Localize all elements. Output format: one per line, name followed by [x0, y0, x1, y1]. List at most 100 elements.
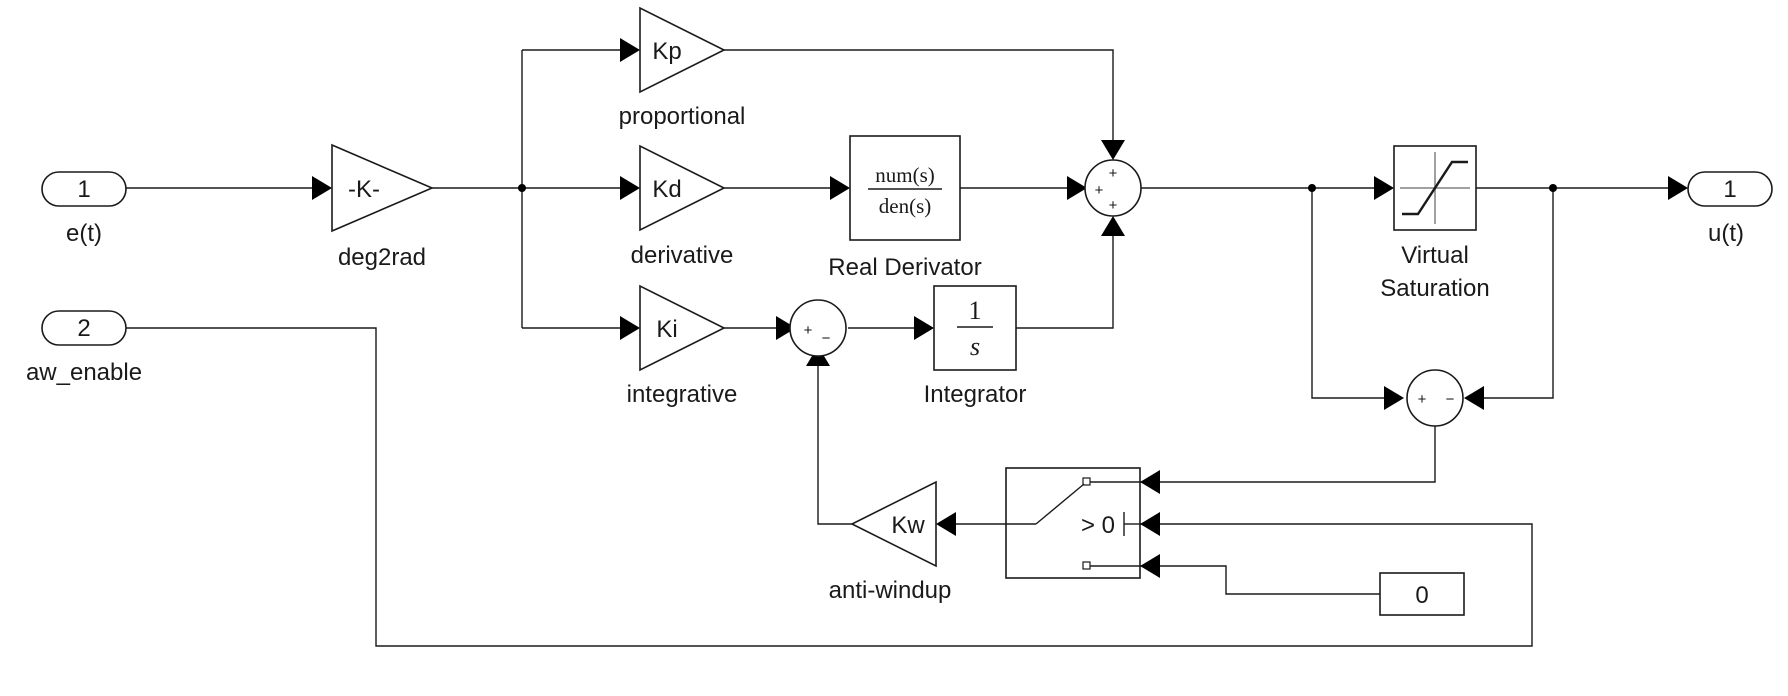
- sum-main-sign-left: +: [1095, 182, 1104, 199]
- arrow-kw-in: [936, 512, 956, 536]
- sum-integrator[interactable]: + −: [789, 299, 847, 357]
- sum-saturation-diff-shape[interactable]: [1406, 369, 1464, 427]
- sum-integrator-sign-minus: −: [822, 330, 831, 347]
- transfer-fcn-real-derivator-label: Real Derivator: [828, 254, 981, 281]
- gain-kd-label: derivative: [631, 242, 734, 269]
- branch-point-postsat: [1549, 184, 1557, 192]
- wire-kp-to-sum: [724, 49, 1114, 140]
- gain-deg2rad-text: -K-: [348, 176, 380, 203]
- inport-aw-enable-number: 2: [77, 315, 90, 342]
- arrow-saturation-in: [1374, 176, 1394, 200]
- sum-main-sign-bottom: +: [1109, 197, 1118, 214]
- arrow-diff-right-in: [1464, 386, 1484, 410]
- gain-kd-shape[interactable]: [639, 144, 726, 232]
- gain-kp-text: Kp: [652, 38, 681, 65]
- switch-port-top: [1082, 477, 1091, 486]
- gain-kd[interactable]: Kd derivative: [631, 144, 734, 269]
- gain-kw-shape[interactable]: [850, 480, 937, 568]
- gain-kw-label: anti-windup: [829, 577, 952, 604]
- gain-deg2rad[interactable]: -K- deg2rad: [331, 143, 435, 271]
- constant-block[interactable]: 0: [1379, 572, 1465, 616]
- outport-u-shape[interactable]: [1687, 171, 1773, 207]
- integrator-numerator: 1: [969, 296, 982, 325]
- transfer-fcn-real-derivator-shape[interactable]: [849, 135, 961, 241]
- switch-block[interactable]: > 0: [1005, 467, 1141, 579]
- sum-saturation-diff-sign-plus: +: [1418, 391, 1427, 408]
- arrow-intsum-in: [776, 316, 796, 340]
- outport-u[interactable]: 1 u(t): [1687, 171, 1773, 247]
- outport-u-label: u(t): [1708, 220, 1744, 247]
- branch-point-deg2rad: [518, 184, 526, 192]
- inport-aw-enable[interactable]: 2 aw_enable: [26, 310, 142, 386]
- arrow-kp-in: [620, 38, 640, 62]
- gain-kd-text: Kd: [652, 176, 681, 203]
- integrator-denominator: s: [970, 332, 980, 361]
- wire-presat-to-diff: [1311, 188, 1384, 399]
- switch-block-shape[interactable]: [1005, 467, 1141, 579]
- sum-saturation-diff-sign-minus: −: [1446, 391, 1455, 408]
- outport-u-number: 1: [1723, 176, 1736, 203]
- switch-lever: [1035, 483, 1085, 525]
- constant-value: 0: [1415, 582, 1428, 609]
- arrow-diff-left-in: [1384, 386, 1404, 410]
- arrow-derivator-in: [830, 176, 850, 200]
- transfer-fcn-real-derivator[interactable]: num(s) den(s) Real Derivator: [828, 135, 982, 281]
- gain-kp-label: proportional: [619, 103, 746, 130]
- gain-ki-shape[interactable]: [639, 284, 726, 372]
- integrator-shape[interactable]: [933, 285, 1017, 371]
- wire-postsat-to-diff: [1484, 188, 1554, 399]
- inport-aw-enable-label: aw_enable: [26, 359, 142, 386]
- gain-kp-shape[interactable]: [639, 6, 726, 94]
- gain-ki-text: Ki: [656, 316, 677, 343]
- sum-integrator-shape[interactable]: [789, 299, 847, 357]
- switch-criteria: > 0: [1081, 512, 1115, 539]
- saturation-curve-icon: [1402, 160, 1468, 216]
- integrator-label: Integrator: [924, 381, 1027, 408]
- gain-ki-label: integrative: [627, 381, 738, 408]
- gain-ki[interactable]: Ki integrative: [627, 284, 738, 408]
- transfer-fcn-numerator: num(s): [875, 163, 935, 187]
- gain-deg2rad-shape[interactable]: [331, 143, 435, 233]
- wire-integrator-to-sum: [1016, 236, 1114, 329]
- arrow-ki-in: [620, 316, 640, 340]
- arrow-integrator-in: [914, 316, 934, 340]
- arrow-outport-in: [1668, 176, 1688, 200]
- sum-main-sign-top: +: [1109, 165, 1118, 182]
- branch-point-presat: [1308, 184, 1316, 192]
- wire-kw-to-intsum: [817, 366, 852, 525]
- constant-block-shape[interactable]: [1379, 572, 1465, 616]
- sum-integrator-sign-plus: +: [804, 322, 813, 339]
- signal-wires: [126, 49, 1668, 647]
- saturation-block[interactable]: Virtual Saturation: [1380, 145, 1490, 302]
- arrow-deg2rad-in: [312, 176, 332, 200]
- inport-e-shape[interactable]: [41, 171, 127, 207]
- wire-constant-to-switch: [1140, 565, 1380, 595]
- arrow-switch-bottom-in: [1140, 554, 1160, 578]
- arrow-kd-in: [620, 176, 640, 200]
- arrow-switch-top-in: [1140, 470, 1160, 494]
- sum-main-shape[interactable]: [1084, 159, 1142, 217]
- transfer-fcn-denominator: den(s): [879, 194, 931, 218]
- saturation-label-line1: Virtual: [1401, 242, 1469, 269]
- gain-deg2rad-label: deg2rad: [338, 244, 426, 271]
- branch-points: [518, 184, 1557, 192]
- switch-port-bottom: [1082, 561, 1091, 570]
- arrow-switch-mid-in: [1140, 512, 1160, 536]
- inport-e[interactable]: 1 e(t): [41, 171, 127, 247]
- sum-main[interactable]: + + +: [1084, 159, 1142, 217]
- gain-kw-text: Kw: [891, 512, 925, 539]
- inport-e-label: e(t): [66, 220, 102, 247]
- inport-aw-enable-shape[interactable]: [41, 310, 127, 346]
- arrow-sum-top-in: [1101, 140, 1125, 160]
- wire-awenable-to-switch: [126, 327, 1533, 647]
- gain-kw[interactable]: Kw anti-windup: [829, 480, 952, 604]
- arrow-sum-bottom-in: [1101, 216, 1125, 236]
- inport-e-number: 1: [77, 176, 90, 203]
- sum-saturation-diff[interactable]: + −: [1406, 369, 1464, 427]
- gain-kp[interactable]: Kp proportional: [619, 6, 746, 130]
- integrator[interactable]: 1 s Integrator: [924, 285, 1027, 408]
- saturation-label-line2: Saturation: [1380, 275, 1489, 302]
- arrow-sum-left-in: [1067, 176, 1087, 200]
- wire-diff-to-switch: [1140, 422, 1436, 483]
